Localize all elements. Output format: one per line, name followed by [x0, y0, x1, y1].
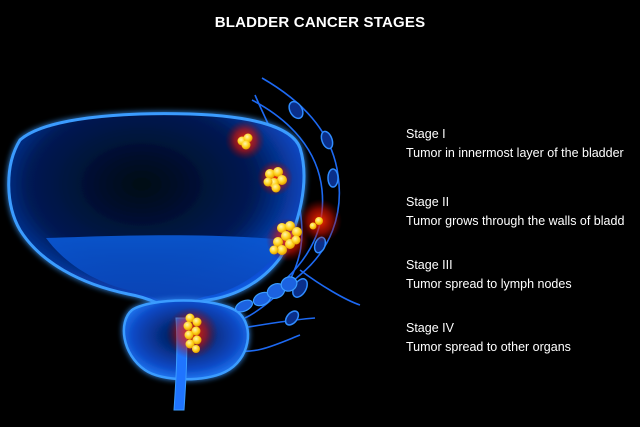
stage-2-label: Stage II Tumor grows through the walls o…: [406, 193, 624, 231]
stage-1-label: Stage I Tumor in innermost layer of the …: [406, 125, 624, 163]
stage-1-description: Tumor in innermost layer of the bladder: [406, 146, 624, 160]
tumor-stage-1: [237, 133, 253, 150]
stage-4-label: Stage IV Tumor spread to other organs: [406, 319, 571, 357]
tumor-stage-4: [183, 313, 202, 353]
stage-4-description: Tumor spread to other organs: [406, 340, 571, 354]
stage-4-name: Stage IV: [406, 321, 454, 335]
spread-vessel: [234, 276, 298, 313]
urine: [46, 235, 286, 310]
stage-3-description: Tumor spread to lymph nodes: [406, 277, 572, 291]
stage-3-name: Stage III: [406, 258, 453, 272]
stage-2-description: Tumor grows through the walls of bladd: [406, 214, 625, 228]
stage-3-label: Stage III Tumor spread to lymph nodes: [406, 256, 572, 294]
diagram-title: BLADDER CANCER STAGES: [214, 14, 426, 31]
stage-2-name: Stage II: [406, 195, 450, 209]
tumor-stage-3: [269, 217, 323, 255]
tumor-stage-2: [263, 167, 287, 193]
stage-1-name: Stage I: [406, 127, 446, 141]
